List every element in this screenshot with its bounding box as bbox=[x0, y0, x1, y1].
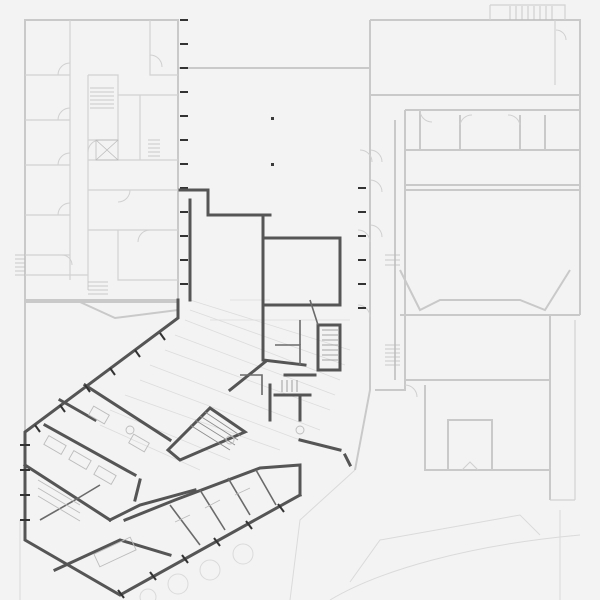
hall-wall-ticks bbox=[180, 19, 366, 309]
central-hall bbox=[178, 19, 373, 471]
new-facade-ticks bbox=[20, 332, 285, 599]
new-stairs bbox=[189, 329, 338, 451]
existing-building-east bbox=[369, 4, 581, 501]
site-paths bbox=[19, 469, 581, 600]
existing-building-west bbox=[15, 19, 179, 520]
new-wing bbox=[20, 188, 353, 599]
new-furniture bbox=[37, 405, 305, 568]
